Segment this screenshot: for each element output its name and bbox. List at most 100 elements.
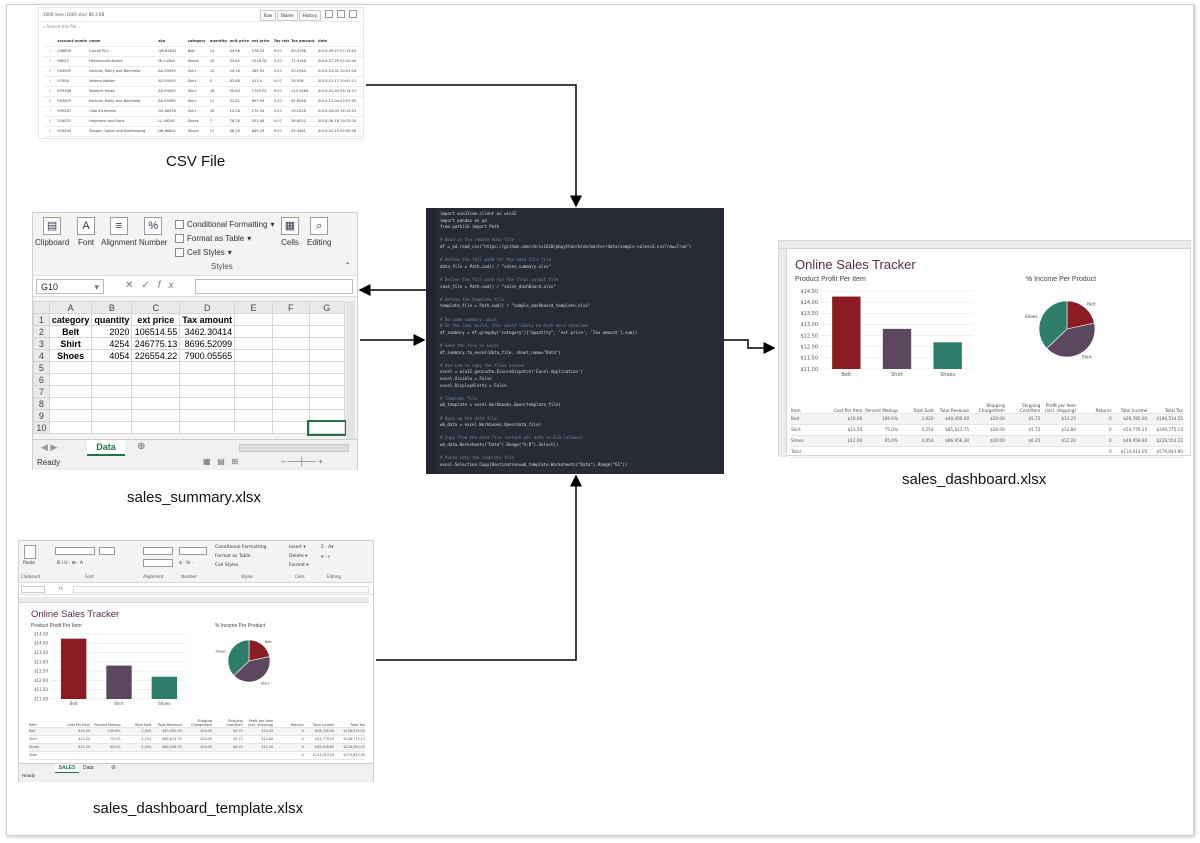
view-icons[interactable]: ▦ ▤ ⊞: [203, 457, 239, 466]
formula-input[interactable]: [195, 279, 353, 294]
delete-button[interactable]: Delete ▾: [289, 554, 308, 559]
format-as-table-button[interactable]: Format as Table ▾: [175, 231, 275, 245]
sheet-cell[interactable]: [307, 419, 347, 436]
conditional-formatting-button[interactable]: Conditional Formatting ▾: [175, 217, 275, 231]
sheet-cell[interactable]: category: [48, 313, 93, 326]
sheet-cell[interactable]: [131, 361, 181, 374]
column-header[interactable]: D: [179, 301, 236, 314]
sheet-cell[interactable]: 4054: [91, 349, 133, 362]
column-header[interactable]: C: [131, 301, 181, 314]
template-format-table[interactable]: Format as Table: [215, 554, 251, 559]
cell-styles-button[interactable]: Cell Styles ▾: [175, 245, 275, 259]
sheet-cell[interactable]: Belt: [48, 325, 93, 338]
font-name-box[interactable]: [55, 547, 95, 555]
sheet-tab-data[interactable]: Data: [83, 765, 94, 771]
history-button[interactable]: History: [298, 10, 321, 21]
sheet-cell[interactable]: [91, 361, 133, 374]
sheet-cell[interactable]: [91, 385, 133, 398]
sheet-cell[interactable]: [131, 421, 181, 434]
clipboard-group[interactable]: ▤Clipboard: [35, 217, 69, 247]
sheet-cell[interactable]: [271, 397, 310, 410]
row-header[interactable]: 7: [33, 385, 50, 398]
template-name-box[interactable]: [21, 586, 45, 593]
sheet-cell[interactable]: [234, 337, 273, 350]
template-cond-format[interactable]: Conditional Formatting: [215, 545, 267, 550]
vertical-scrollbar[interactable]: [346, 301, 355, 441]
sheet-cell[interactable]: [271, 337, 310, 350]
add-sheet-icon[interactable]: ⊕: [137, 441, 146, 452]
indent-icons[interactable]: [143, 559, 173, 567]
sheet-cell[interactable]: [308, 361, 346, 374]
column-header[interactable]: F: [271, 301, 310, 314]
template-cell-styles[interactable]: Cell Styles: [215, 563, 239, 568]
sheet-nav-icon[interactable]: ◀ ▶: [41, 442, 58, 452]
column-header[interactable]: A: [48, 301, 93, 314]
row-header[interactable]: 5: [33, 361, 50, 374]
collapse-ribbon-icon[interactable]: ⌃: [344, 261, 351, 270]
sheet-cell[interactable]: quantity: [91, 313, 133, 326]
sheet-cell[interactable]: [271, 313, 310, 326]
sheet-cell[interactable]: 2020: [91, 325, 133, 338]
paste-icon[interactable]: [24, 545, 36, 559]
sheet-cell[interactable]: [308, 313, 346, 326]
cells-group[interactable]: ▦Cells: [281, 217, 299, 247]
template-formula-input[interactable]: [73, 586, 369, 593]
sheet-cell[interactable]: [48, 421, 93, 434]
horizontal-scrollbar[interactable]: [239, 444, 349, 452]
font-size-box[interactable]: [99, 547, 115, 555]
sheet-cell[interactable]: 4254: [91, 337, 133, 350]
sheet-tab-data[interactable]: Data: [87, 440, 125, 456]
sheet-cell[interactable]: [234, 325, 273, 338]
select-all-cell[interactable]: [33, 301, 50, 314]
sheet-cell[interactable]: [179, 421, 236, 434]
sheet-cell[interactable]: Shirt: [48, 337, 93, 350]
sheet-cell[interactable]: [308, 397, 346, 410]
row-header[interactable]: 4: [33, 349, 50, 362]
confirm-icon[interactable]: ✓: [141, 280, 158, 291]
sheet-cell[interactable]: [91, 421, 133, 434]
sort-filter-icon[interactable]: ▾ · ⌕: [321, 555, 331, 560]
raw-button[interactable]: Raw: [259, 10, 277, 21]
sheet-cell[interactable]: [308, 409, 346, 422]
alignment-group[interactable]: ≡Alignment: [101, 217, 137, 247]
number-format-box[interactable]: [179, 547, 207, 555]
sum-icon[interactable]: Σ · A▾: [321, 545, 334, 550]
name-box[interactable]: G10▾: [36, 279, 104, 294]
sheet-cell[interactable]: 106514.55: [131, 325, 181, 338]
sheet-cell[interactable]: [131, 373, 181, 386]
sheet-cell[interactable]: [48, 385, 93, 398]
sheet-cell[interactable]: [271, 349, 310, 362]
format-button[interactable]: Format ▾: [289, 563, 309, 568]
insert-button[interactable]: Insert ▾: [289, 545, 306, 550]
align-icons[interactable]: [143, 547, 173, 555]
add-sheet-icon[interactable]: ⊕: [111, 765, 117, 771]
sheet-cell[interactable]: [271, 325, 310, 338]
pencil-icon[interactable]: [337, 10, 345, 18]
sheet-tab-sales[interactable]: SALES: [55, 764, 79, 773]
sheet-cell[interactable]: [131, 409, 181, 422]
blame-button[interactable]: Blame: [277, 10, 298, 21]
number-group[interactable]: %Number: [139, 217, 167, 247]
csv-search-input[interactable]: ⌕ Search this file...: [43, 24, 81, 29]
editing-group[interactable]: ⌕Editing: [307, 217, 331, 247]
trash-icon[interactable]: [349, 10, 357, 18]
row-header[interactable]: 10: [33, 421, 50, 434]
sheet-cell[interactable]: [271, 373, 310, 386]
sheet-cell[interactable]: [179, 409, 236, 422]
fx-icon[interactable]: fx: [157, 280, 182, 291]
row-header[interactable]: 9: [33, 409, 50, 422]
sheet-cell[interactable]: [91, 409, 133, 422]
number-format-icons[interactable]: $ · % ·: [179, 561, 194, 566]
sheet-cell[interactable]: [179, 397, 236, 410]
sheet-cell[interactable]: [48, 373, 93, 386]
template-fx-icon[interactable]: fx: [59, 586, 63, 592]
bold-italic-icons[interactable]: B I U · ⊞ · A: [57, 561, 84, 566]
sheet-cell[interactable]: ext price: [131, 313, 181, 326]
cancel-icon[interactable]: ✕: [125, 280, 142, 291]
sheet-cell[interactable]: [131, 397, 181, 410]
sheet-cell[interactable]: [234, 421, 273, 434]
sheet-cell[interactable]: [48, 361, 93, 374]
zoom-slider[interactable]: – ──┼── +: [281, 457, 323, 466]
sheet-cell[interactable]: [308, 373, 346, 386]
